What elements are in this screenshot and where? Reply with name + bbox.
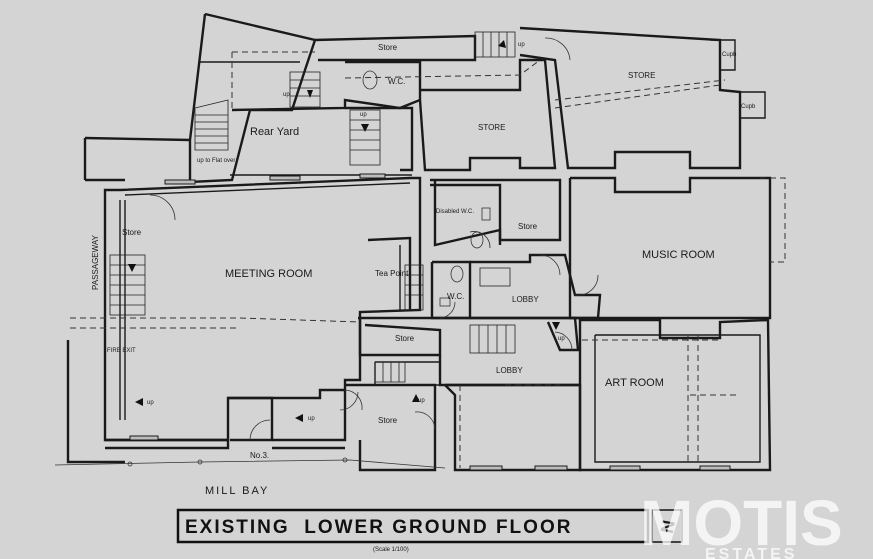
street-edge	[54, 457, 446, 469]
room-label-wc-middle: W.C.	[447, 292, 464, 301]
title-block: EXISTING LOWER GROUND FLOOR (Scale 1/100…	[176, 508, 650, 553]
up-arrows	[128, 40, 560, 422]
room-label-art-room: ART ROOM	[605, 377, 664, 389]
windows	[129, 173, 731, 471]
building-number: No.3.	[250, 451, 269, 460]
fixtures	[362, 70, 491, 307]
room-label-store-upper-right: STORE	[628, 71, 655, 80]
room-label-lobby-upper: LOBBY	[512, 295, 539, 304]
room-label-meeting-room: MEETING ROOM	[225, 268, 312, 280]
room-label-cupb-top: Cupb	[722, 52, 737, 58]
dashed-lines	[70, 51, 740, 468]
room-label-store-top: Store	[378, 43, 398, 52]
doors	[149, 37, 599, 441]
room-label-rear-yard: Rear Yard	[250, 126, 299, 138]
room-label-cupb-right: Cupb	[741, 104, 756, 110]
north-arrow-icon: N	[657, 519, 679, 535]
room-label-music-room: MUSIC ROOM	[642, 249, 715, 261]
drawing-title: EXISTING LOWER GROUND FLOOR	[185, 517, 572, 538]
room-label-store-bottom: Store	[378, 416, 398, 425]
north-symbol: N	[651, 509, 683, 543]
room-label-store-left: Store	[122, 228, 142, 237]
label-up-to-flat: up to Flat over.	[197, 158, 237, 164]
label-passageway: PASSAGEWAY	[91, 234, 100, 290]
up-label: up	[283, 92, 290, 98]
up-label: up	[418, 398, 425, 404]
room-label-disabled-wc: Disabled W.C.	[436, 209, 474, 215]
logo-sub-text: ESTATES	[705, 546, 797, 559]
up-label: up	[147, 400, 154, 406]
logo-main-text: MOTIS	[640, 487, 843, 559]
estate-agent-logo: MOTIS ESTATES	[640, 487, 843, 559]
room-label-store-small: Store	[518, 222, 538, 231]
room-label-lobby-lower: LOBBY	[496, 366, 523, 375]
room-label-store-lower: Store	[395, 334, 415, 343]
up-label: up	[518, 42, 525, 48]
room-label-tea-point: Tea Point	[375, 269, 409, 278]
room-label-store-middle: STORE	[478, 123, 505, 132]
up-label: up	[558, 336, 565, 342]
label-fire-exit: FIRE EXIT	[107, 348, 136, 354]
wall-outline	[66, 12, 786, 472]
room-label-wc-top: W.C.	[388, 77, 405, 86]
street-name: MILL BAY	[205, 485, 269, 497]
drawing-scale: (Scale 1/100)	[373, 547, 409, 553]
up-label: up	[308, 416, 315, 422]
stairs	[109, 31, 516, 383]
up-label: up	[360, 112, 367, 118]
